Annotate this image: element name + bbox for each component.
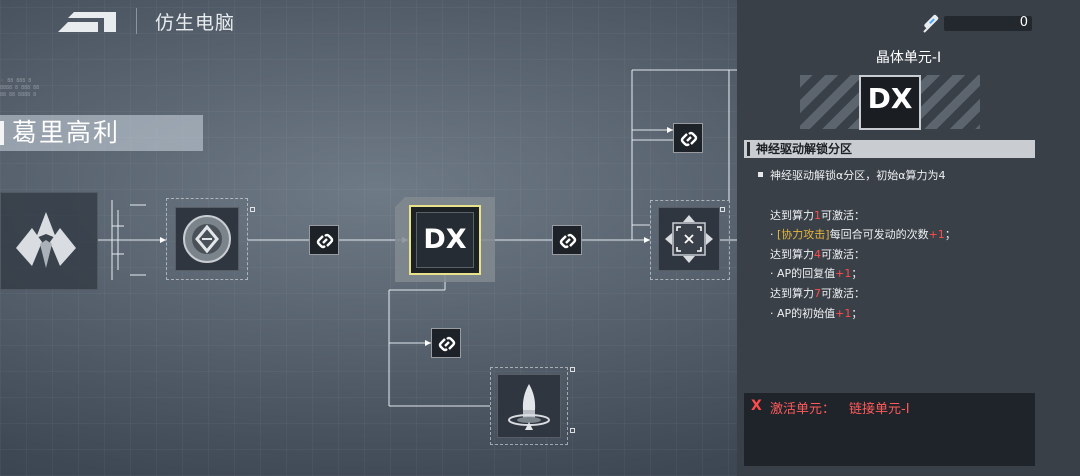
unit-icon <box>859 75 921 130</box>
section-header-accent <box>747 142 750 156</box>
character-banner-accent <box>0 121 4 145</box>
requirement-box <box>744 393 1035 466</box>
node-dot <box>570 428 575 433</box>
node-dot <box>250 207 255 212</box>
node-4-frame <box>490 367 568 445</box>
requirement-target[interactable]: 链接单元-Ⅰ <box>849 402 910 417</box>
shield-diamond-icon <box>183 215 231 263</box>
character-banner <box>0 115 203 151</box>
debug-readout: ⁘ 88 888 8 8888 8 888 88 88 88 8888 8 <box>0 78 40 98</box>
center-node-label: DX <box>423 224 467 255</box>
chain-link-icon <box>316 233 334 249</box>
unit-title: 晶体单元-Ⅰ <box>875 50 942 66</box>
tier-1-effect: · [协力攻击]每回合可发动的次数+1； <box>770 228 956 241</box>
header-divider <box>136 8 137 34</box>
chain-link-icon <box>559 233 577 249</box>
missile-icon <box>508 384 550 430</box>
target-crosshair-icon <box>665 215 713 263</box>
unit-description: 神经驱动解锁α分区，初始α算力为4 <box>770 169 946 182</box>
unit-icon-label: DX <box>867 82 913 115</box>
section-header <box>744 140 1035 158</box>
start-node[interactable] <box>0 192 98 290</box>
tier-3-effect: · AP的初始值+1； <box>770 307 863 320</box>
requirement-label: 激活单元： <box>770 402 836 417</box>
chain-link-icon <box>680 131 698 147</box>
tier-2-effect: · AP的回复值+1； <box>770 267 863 280</box>
tier-1-condition: 达到算力1可激活： <box>770 209 865 222</box>
node-3-frame <box>650 200 730 280</box>
chevron-emblem-icon <box>16 212 76 268</box>
character-name: 葛里高利 <box>12 118 121 147</box>
node-1-frame <box>166 198 248 280</box>
syringe-icon <box>923 14 939 33</box>
tier-2-condition: 达到算力4可激活： <box>770 248 865 261</box>
description-bullet <box>758 172 763 177</box>
section-title: 神经驱动解锁分区 <box>756 142 853 156</box>
link-button-3[interactable] <box>673 123 703 153</box>
tier-3-condition: 达到算力7可激活： <box>770 287 865 300</box>
resource-bar <box>944 16 1032 31</box>
dx-chip-icon <box>416 212 474 268</box>
requirement-unmet-icon: X <box>751 398 762 414</box>
page-title: 仿生电脑 <box>155 12 236 34</box>
back-button[interactable] <box>56 8 122 34</box>
node-dot <box>720 207 725 212</box>
link-button-1[interactable] <box>309 225 339 255</box>
link-button-4[interactable] <box>431 328 461 358</box>
resource-value: 0 <box>1019 15 1028 30</box>
connection-lines <box>98 69 740 407</box>
chain-link-icon <box>438 336 456 352</box>
node-dot <box>570 367 575 372</box>
link-button-2[interactable] <box>552 225 582 255</box>
